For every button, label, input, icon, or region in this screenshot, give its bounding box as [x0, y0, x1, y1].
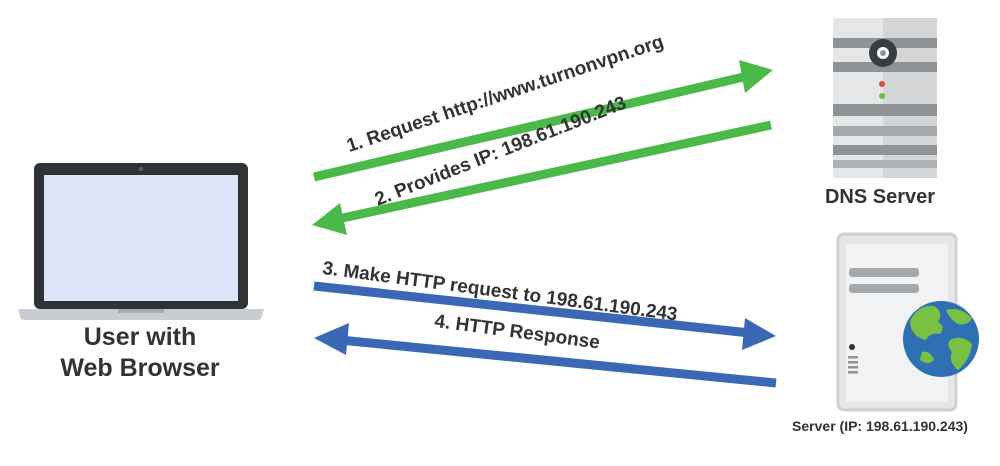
- user-label: User with Web Browser: [20, 322, 260, 384]
- arrow-request-dns: [312, 60, 773, 182]
- user-label-line2: Web Browser: [60, 354, 220, 382]
- arrow-provides-ip: [312, 120, 772, 235]
- user-label-line1: User with: [83, 323, 197, 351]
- arrow-http-response: [314, 323, 777, 388]
- dns-server-icon: [833, 18, 937, 178]
- laptop-icon: [18, 163, 264, 320]
- arrow-http-request: [313, 281, 776, 350]
- web-server-label: Server (IP: 198.61.190.243): [792, 418, 968, 434]
- globe-icon: [903, 301, 979, 377]
- dns-server-label: DNS Server: [824, 186, 936, 208]
